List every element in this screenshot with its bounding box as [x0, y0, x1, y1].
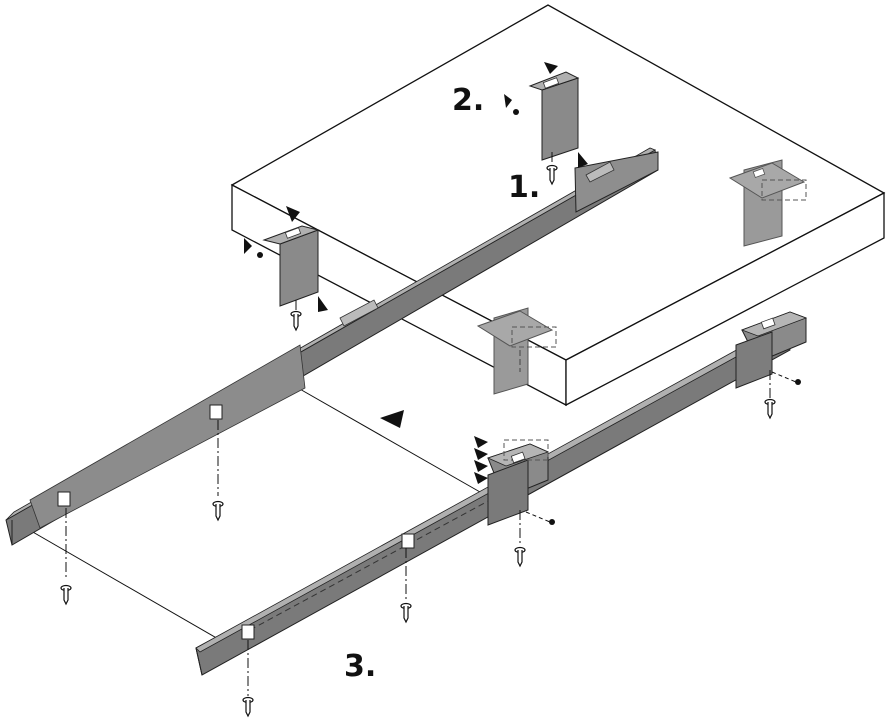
- direction-arrow-icon: [544, 62, 558, 74]
- panel-right-edge: [565, 191, 885, 407]
- direction-arrow-icon: [244, 238, 252, 254]
- direction-arrow-icon: [286, 206, 300, 222]
- rail-notch: [209, 404, 223, 420]
- panel-bracket-right: [728, 159, 807, 247]
- direction-arrow-icon: [504, 94, 512, 108]
- side-screws: [257, 109, 801, 525]
- screws: [60, 164, 776, 718]
- screw-icon: [764, 398, 776, 420]
- screw-icon: [546, 164, 558, 186]
- panel-bracket-middle: [476, 307, 557, 395]
- direction-arrow-icon: [474, 472, 488, 484]
- direction-arrow-icon: [578, 152, 588, 168]
- step-label-3: 3.: [344, 649, 376, 684]
- screw-guides: [65, 152, 771, 696]
- drawer-base-outline: [11, 387, 481, 641]
- screw-icon: [795, 379, 801, 385]
- loose-bracket-top: [528, 71, 580, 161]
- direction-arrow-icon: [474, 460, 488, 472]
- front-bracket: [486, 439, 550, 526]
- rail-notch: [401, 533, 415, 549]
- step-label-2: 2.: [452, 83, 484, 118]
- step-label-1: 1.: [508, 170, 540, 205]
- left-rail-extension: [574, 151, 659, 213]
- screw-icon: [549, 519, 555, 525]
- left-rail: [5, 147, 659, 546]
- direction-arrow-icon: [474, 436, 488, 448]
- loose-bracket-left: [262, 225, 320, 307]
- screw-icon: [257, 252, 263, 258]
- screw-icon: [513, 109, 519, 115]
- screw-icon: [60, 584, 72, 606]
- direction-arrow-icon: [380, 410, 404, 428]
- screw-icon: [400, 602, 412, 624]
- screw-icon: [290, 310, 302, 332]
- left-rail-inner: [29, 344, 306, 529]
- rear-bracket: [735, 311, 808, 389]
- screw-icon: [514, 546, 526, 568]
- screw-icon: [212, 500, 224, 522]
- direction-arrow-icon: [318, 296, 328, 312]
- direction-arrow-icon: [474, 448, 488, 460]
- rail-notch: [241, 624, 255, 640]
- direction-arrows: [244, 62, 588, 484]
- screw-icon: [242, 696, 254, 718]
- rail-notch: [57, 491, 71, 507]
